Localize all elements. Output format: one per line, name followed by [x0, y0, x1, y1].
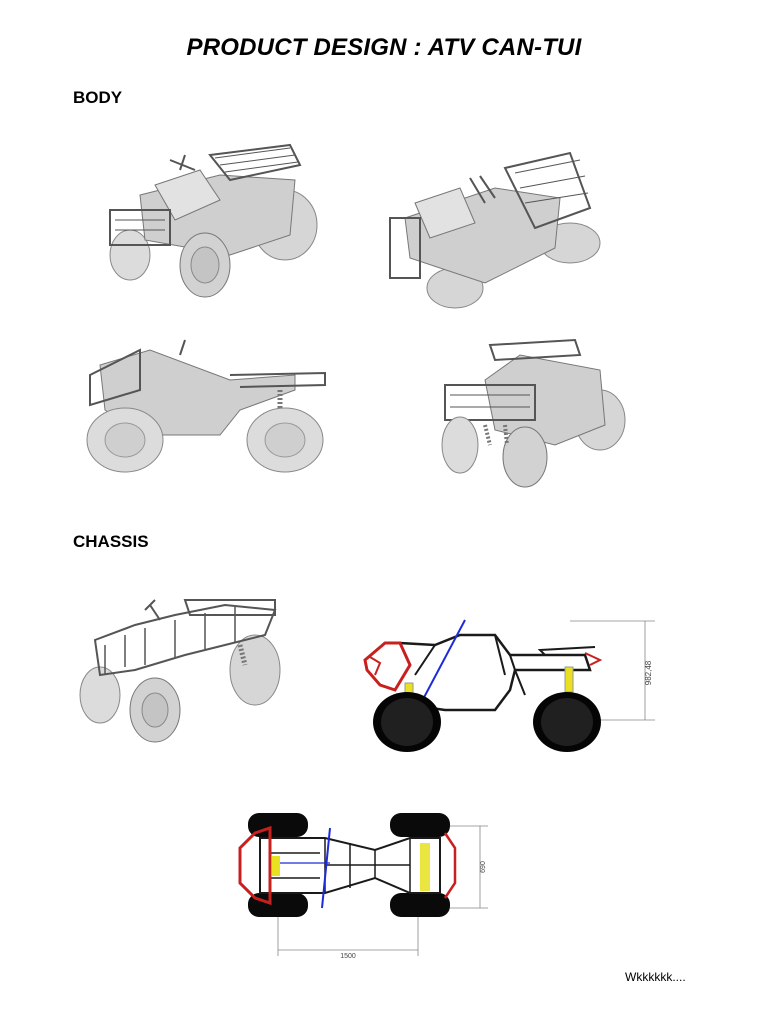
- body-render-front-three-quarter: [109, 143, 318, 298]
- body-render-rear-three-quarter: [389, 151, 601, 309]
- dimension-length-label: 1500: [340, 953, 356, 960]
- footer-note: Wkkkkkk....: [625, 970, 686, 984]
- chassis-render-3d: [79, 599, 281, 743]
- section-heading-body: BODY: [73, 88, 123, 107]
- section-heading-chassis: CHASSIS: [73, 532, 149, 551]
- chassis-side-view-drawing: 982,48: [363, 619, 655, 752]
- dimension-width-label: 690: [480, 861, 487, 873]
- body-render-side-view: [86, 339, 326, 473]
- body-render-front-angled: [441, 338, 626, 488]
- dimension-height-label: 982,48: [644, 660, 653, 685]
- chassis-top-view-drawing: 690 1500: [238, 813, 488, 960]
- page-title: PRODUCT DESIGN : ATV CAN-TUI: [186, 34, 582, 61]
